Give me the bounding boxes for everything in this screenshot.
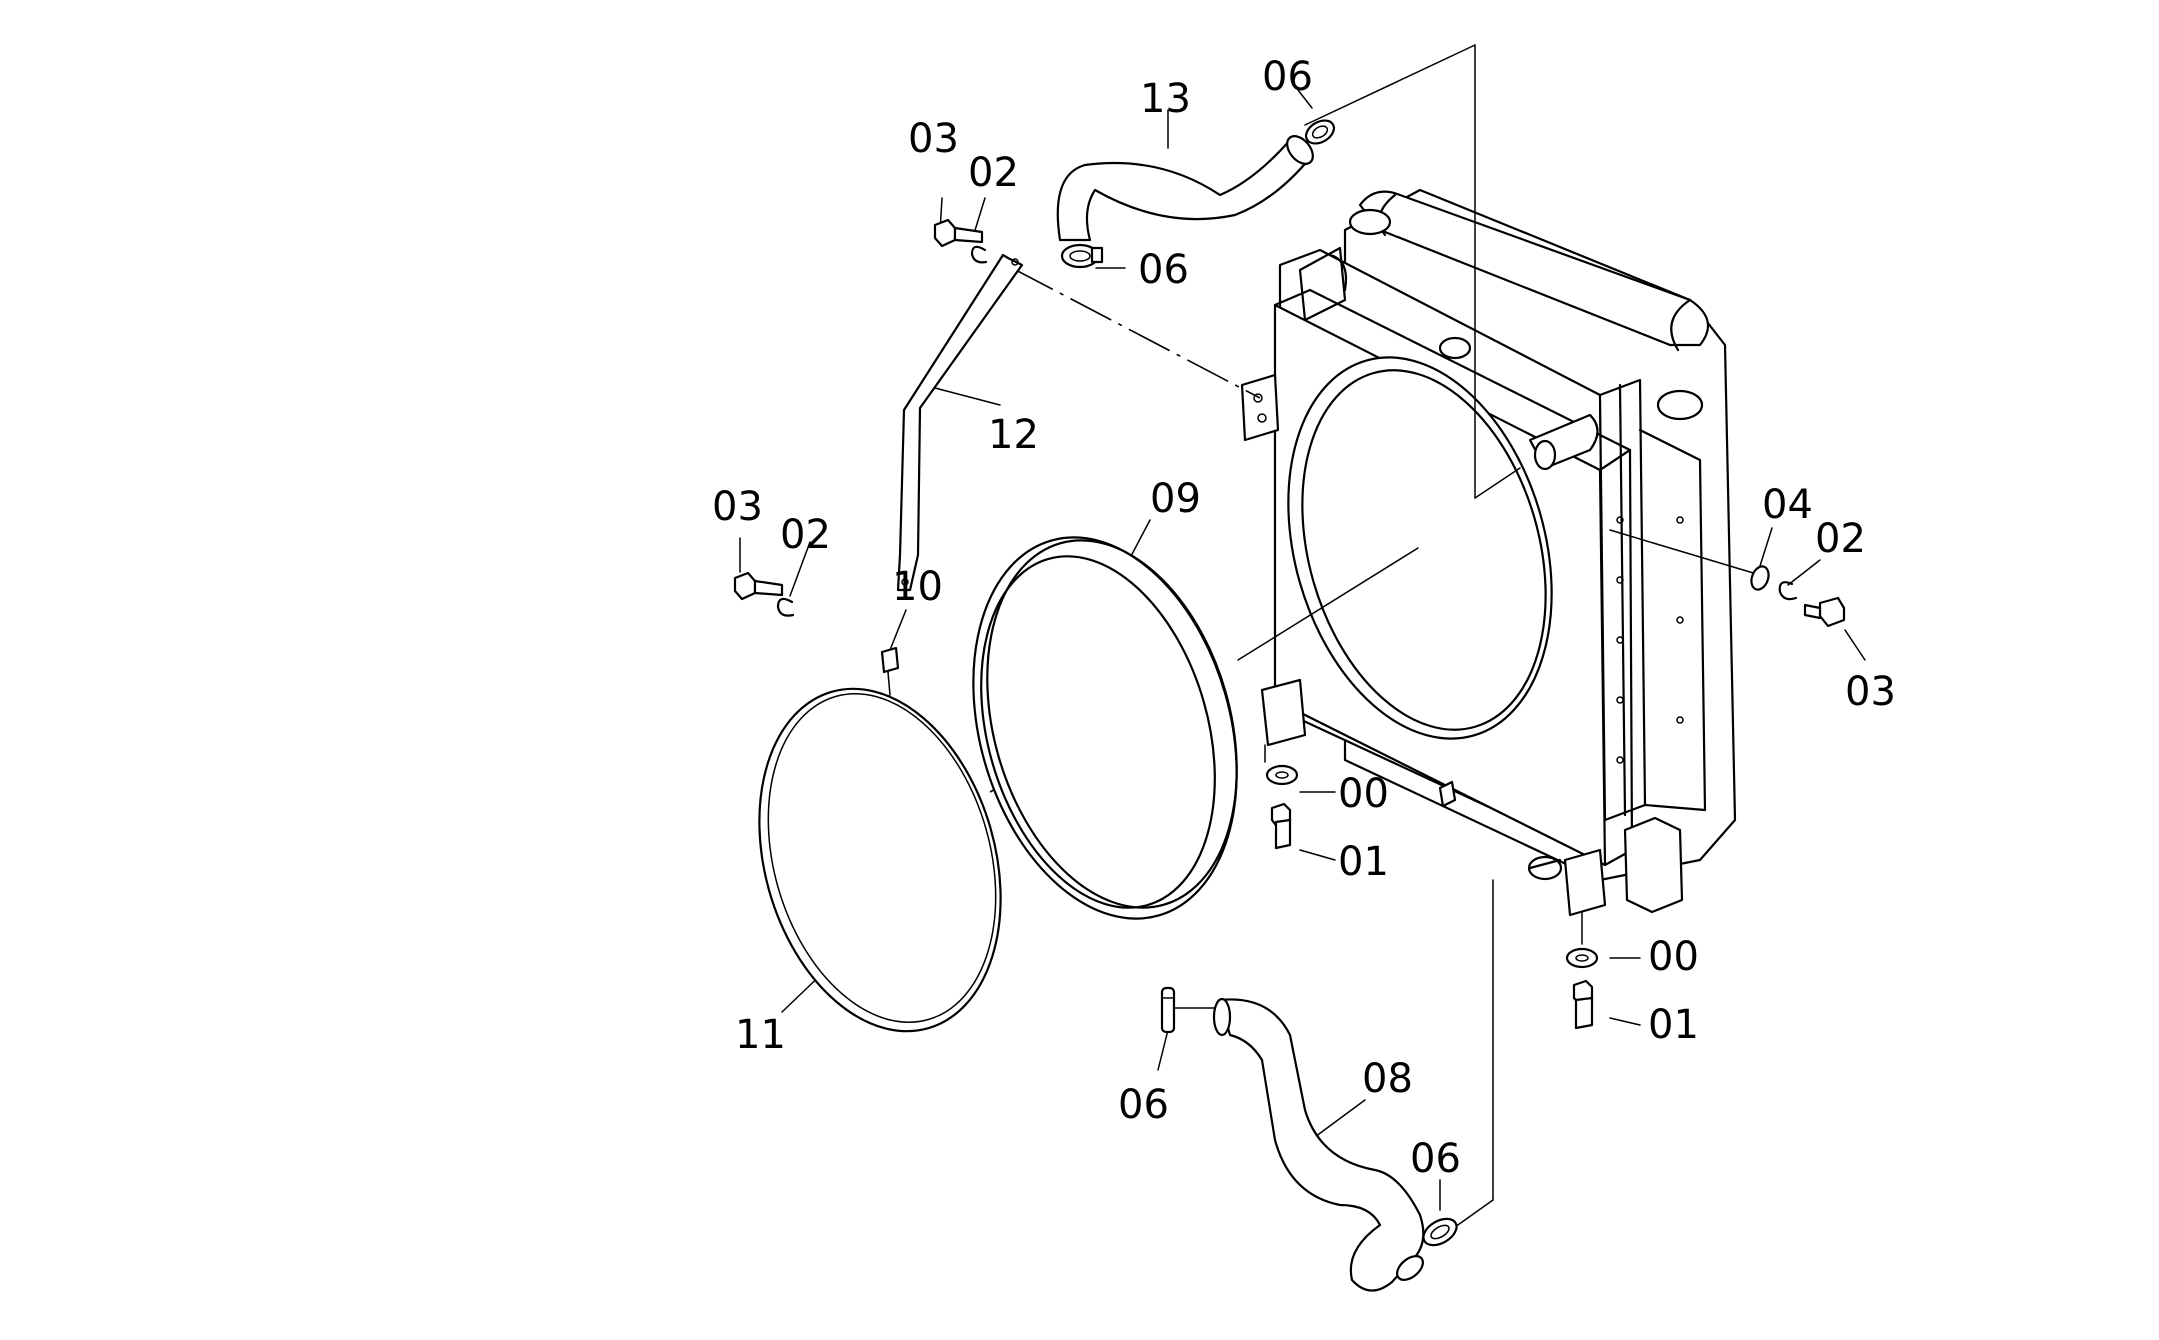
- label-02-left: 02: [780, 512, 831, 558]
- hose-clamp-upper-end: [1060, 243, 1104, 269]
- washer-02-left: [776, 597, 795, 617]
- hose-clamp-lower-right: [1422, 1217, 1458, 1247]
- side-bolts: [1616, 516, 1684, 764]
- stay-bracket: [896, 253, 1024, 592]
- label-06-lower-right: 06: [1410, 1136, 1461, 1182]
- label-06-top: 06: [1262, 54, 1313, 100]
- label-03-top: 03: [908, 116, 959, 162]
- washer-02-top: [970, 245, 988, 264]
- label-13: 13: [1140, 76, 1191, 122]
- label-06-lower-left: 06: [1118, 1082, 1169, 1128]
- lower-hose: [1212, 997, 1425, 1292]
- label-02-top: 02: [968, 150, 1019, 196]
- label-01-low: 01: [1648, 1002, 1699, 1048]
- part-number-labels: 06 13 03 02 06 12 09 03 02 10 04 02 03 0…: [712, 54, 1896, 1182]
- washer-02-right: [1778, 581, 1798, 601]
- bolt-03-left: [733, 571, 784, 601]
- hose-clamp-lower-left: [1160, 986, 1176, 1034]
- upper-hose: [1056, 135, 1314, 242]
- hose-clamp-top: [1304, 119, 1336, 145]
- label-03-right: 03: [1845, 669, 1896, 715]
- label-12: 12: [988, 412, 1039, 458]
- clip-10: [880, 646, 900, 696]
- washer-04-right: [1750, 565, 1770, 591]
- label-02-right: 02: [1815, 516, 1866, 562]
- label-08: 08: [1362, 1056, 1413, 1102]
- label-11: 11: [735, 1012, 786, 1058]
- bolt-03-top: [933, 218, 984, 248]
- label-04: 04: [1762, 482, 1813, 528]
- label-00-mid: 00: [1338, 771, 1389, 817]
- bolt-01-low: [1572, 979, 1594, 1030]
- radiator-assembly: [1240, 188, 1737, 917]
- label-06-hose-end: 06: [1138, 247, 1189, 293]
- label-01-mid: 01: [1338, 839, 1389, 885]
- bolt-03-right: [1803, 596, 1846, 628]
- label-10: 10: [892, 564, 943, 610]
- label-00-low: 00: [1648, 934, 1699, 980]
- washer-00-mid: [1265, 764, 1299, 786]
- washer-00-low: [1565, 947, 1599, 969]
- shroud-ring: [972, 536, 1238, 920]
- bolt-01-mid: [1270, 802, 1292, 850]
- label-03-left: 03: [712, 484, 763, 530]
- fan-guard-screen: [758, 687, 1002, 1033]
- label-09: 09: [1150, 476, 1201, 522]
